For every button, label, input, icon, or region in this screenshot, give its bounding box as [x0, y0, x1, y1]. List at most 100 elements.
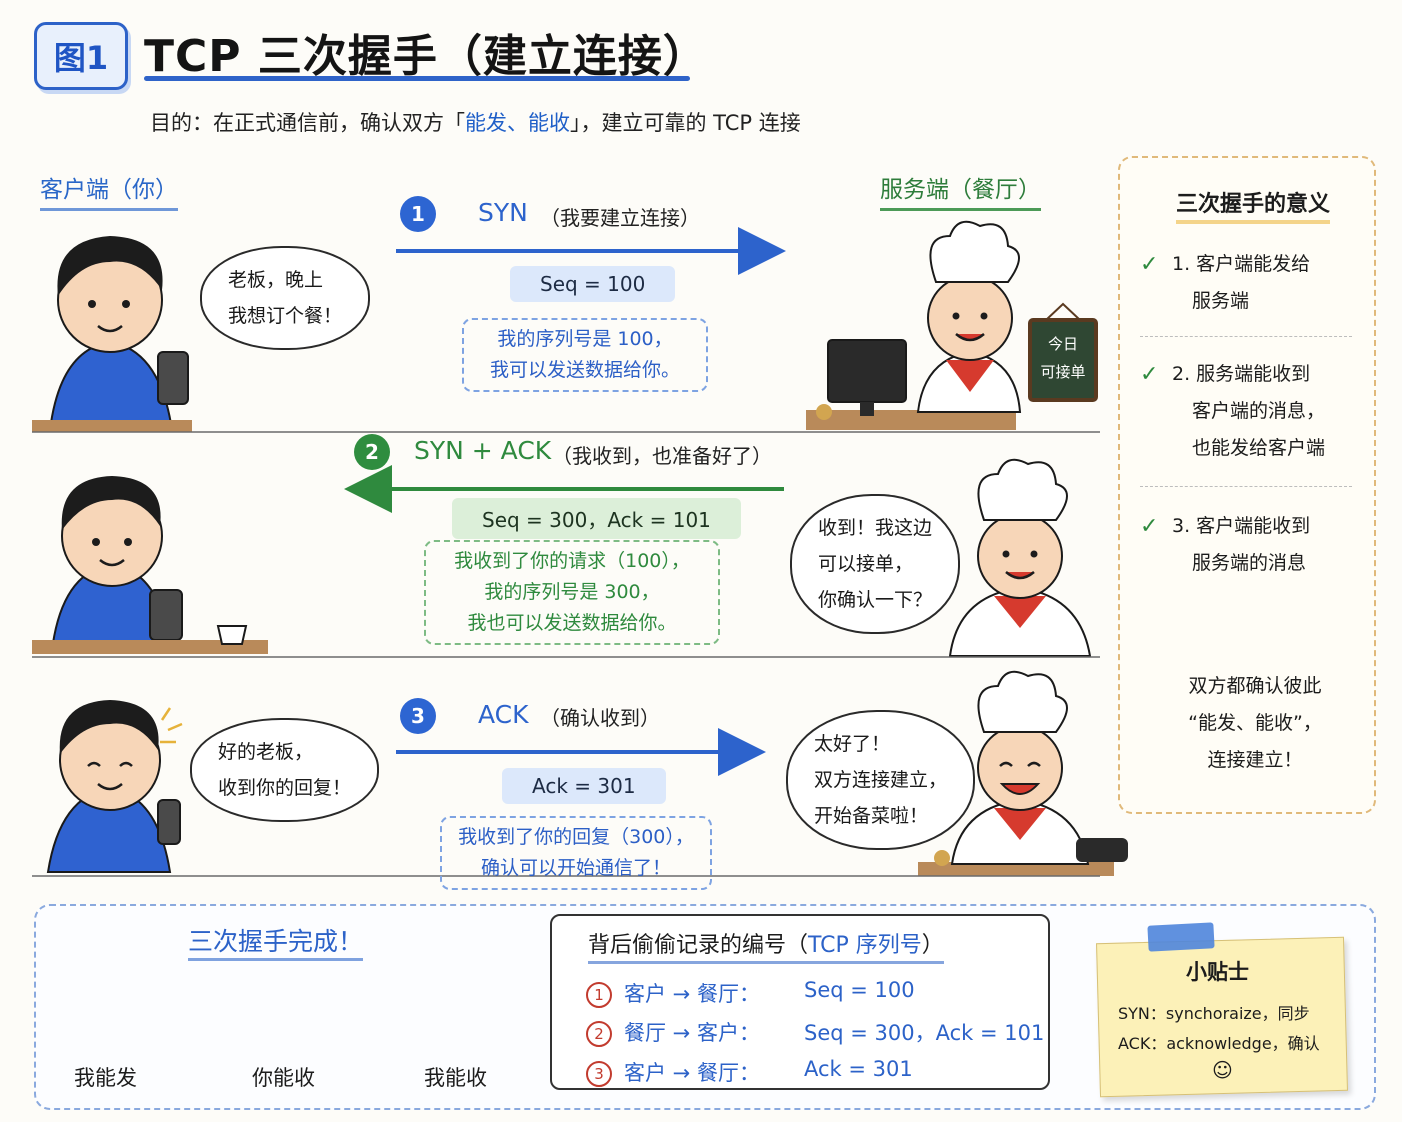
subtitle-pre: 目的：在正式通信前，确认双方「: [150, 111, 465, 135]
chef-avatar-2: [948, 458, 1092, 657]
sequence-panel: [550, 914, 1050, 1090]
meaning-conclusion: 双方都确认彼此 “能发、能收”， 连接建立！: [1140, 668, 1370, 779]
page-subtitle: 目的：在正式通信前，确认双方「能发、能收」，建立可靠的 TCP 连接: [150, 107, 801, 137]
speech-line: 我想订个餐！: [228, 305, 343, 327]
meaning-item-1: 1. 客户端能发给 服务端: [1172, 246, 1310, 320]
meaning-line: 2. 服务端能收到: [1172, 363, 1311, 385]
summary-middle-caption: 你能收: [252, 1066, 315, 1090]
subtitle-highlight: 能发、能收: [465, 111, 570, 135]
meaning-line: 也能发给客户端: [1192, 437, 1326, 459]
sequence-row-value: Ack = 301: [804, 1057, 913, 1081]
summary-right-caption: 我能收: [424, 1066, 487, 1090]
check-icon: ✓: [1140, 252, 1159, 277]
speech-line: 双方连接建立，: [814, 769, 948, 791]
step-1-label: SYN: [478, 198, 528, 227]
step-2-label: SYN + ACK: [414, 436, 552, 465]
client-role-label: 客户端（你）: [40, 170, 178, 211]
meaning-item-2: 2. 服务端能收到 客户端的消息， 也能发给客户端: [1172, 356, 1325, 467]
summary-left-caption: 我能发: [74, 1066, 137, 1090]
step-3-number: 3: [400, 698, 436, 734]
sequence-row-value: Seq = 100: [804, 978, 915, 1002]
menu-board-text: 今日 可接单: [1038, 330, 1088, 386]
step-2-desc-line: 我的序列号是 300，: [484, 581, 660, 603]
conclusion-line: “能发、能收”，: [1188, 712, 1322, 734]
figure-badge: 图1: [34, 22, 128, 90]
step-2-desc-line: 我也可以发送数据给你。: [467, 612, 677, 634]
conclusion-line: 双方都确认彼此: [1188, 675, 1322, 697]
subtitle-post: 」，建立可靠的 TCP 连接: [570, 111, 801, 135]
step-3-desc-line: 我收到了你的回复（300），: [458, 826, 694, 848]
meaning-panel: [1118, 156, 1376, 814]
row-number: 2: [586, 1021, 612, 1047]
meaning-line: 客户端的消息，: [1192, 400, 1326, 422]
client-avatar-3: [46, 700, 183, 873]
speech-line: 收到！我这边: [818, 517, 933, 539]
conclusion-line: 连接建立！: [1207, 749, 1303, 771]
sequence-row-value: Seq = 300，Ack = 101: [804, 1021, 1045, 1045]
row-path: 客户 → 餐厅：: [624, 982, 760, 1006]
step-1-seq: Seq = 100: [510, 266, 676, 302]
page-title: TCP 三次握手（建立连接）: [144, 31, 708, 82]
meaning-divider: [1140, 486, 1352, 488]
meaning-line: 服务端的消息: [1192, 552, 1307, 574]
meaning-line: 3. 客户端能收到: [1172, 515, 1311, 537]
tip-line: ACK：acknowledge，确认: [1118, 1034, 1320, 1053]
client-speech-3: 好的老板， 收到你的回复！: [190, 718, 380, 822]
check-icon: ✓: [1140, 362, 1159, 387]
client-speech-1: 老板，晚上 我想订个餐！: [200, 246, 371, 350]
step-3-note: （确认收到）: [540, 706, 660, 730]
speech-line: 你确认一下？: [818, 589, 933, 611]
chef-avatar-3: [918, 670, 1128, 876]
meaning-item-3: 3. 客户端能收到 服务端的消息: [1172, 508, 1310, 582]
step-3-label: ACK: [478, 700, 529, 729]
server-speech-2: 收到！我这边 可以接单， 你确认一下？: [790, 494, 961, 634]
step-1-number: 1: [400, 196, 436, 232]
meaning-line: 服务端: [1192, 290, 1250, 312]
meaning-line: 1. 客户端能发给: [1172, 253, 1311, 275]
step-1-note: （我要建立连接）: [540, 206, 700, 230]
smiley-icon: ☺: [1212, 1058, 1233, 1082]
speech-line: 开始备菜啦！: [814, 805, 929, 827]
tip-title: 小贴士: [1186, 960, 1249, 984]
sequence-row: 3 客户 → 餐厅：: [586, 1057, 760, 1087]
speech-line: 太好了！: [814, 733, 891, 755]
sequence-row: 1 客户 → 餐厅：: [586, 978, 760, 1008]
tip-line: SYN：synchoraize，同步: [1118, 1004, 1310, 1023]
step-2-number: 2: [354, 434, 390, 470]
speech-line: 可以接单，: [818, 553, 914, 575]
meaning-divider: [1140, 336, 1352, 338]
step-1-desc-line: 我可以发送数据给你。: [489, 359, 680, 381]
step-2-seq: Seq = 300，Ack = 101: [452, 498, 741, 539]
menu-board-line: 可接单: [1040, 363, 1086, 381]
check-icon: ✓: [1140, 514, 1159, 539]
step-2-note: （我收到，也准备好了）: [552, 444, 772, 468]
menu-board: [1028, 318, 1098, 402]
row-path: 客户 → 餐厅：: [624, 1061, 760, 1085]
step-2-desc-line: 我收到了你的请求（100），: [454, 550, 690, 572]
row-number: 1: [586, 982, 612, 1008]
speech-line: 老板，晚上: [228, 269, 324, 291]
seq-title-hl: TCP 序列号: [808, 933, 922, 958]
sequence-panel-title: 背后偷偷记录的编号（TCP 序列号）: [588, 927, 944, 964]
seq-title-post: ）: [921, 933, 944, 958]
meaning-panel-title: 三次握手的意义: [1176, 186, 1331, 224]
step-3-desc-line: 确认可以开始通信了！: [480, 857, 671, 879]
chef-avatar-1: [806, 220, 1022, 430]
step-1-desc-line: 我的序列号是 100，: [497, 328, 673, 350]
sequence-row: 2 餐厅 → 客户：: [586, 1017, 760, 1047]
step-3-desc: 我收到了你的回复（300）， 确认可以开始通信了！: [440, 816, 712, 890]
summary-title: 三次握手完成！: [188, 922, 364, 961]
client-avatar-1: [32, 236, 192, 432]
menu-board-line: 今日: [1047, 335, 1078, 353]
row-path: 餐厅 → 客户：: [624, 1021, 760, 1045]
server-speech-3: 太好了！ 双方连接建立， 开始备菜啦！: [786, 710, 976, 850]
speech-line: 收到你的回复！: [218, 777, 352, 799]
step-3-seq: Ack = 301: [502, 768, 666, 804]
client-avatar-2: [32, 476, 268, 654]
row-number: 3: [586, 1061, 612, 1087]
tip-tape: [1147, 922, 1215, 952]
speech-line: 好的老板，: [218, 741, 314, 763]
step-2-desc: 我收到了你的请求（100）， 我的序列号是 300， 我也可以发送数据给你。: [424, 540, 720, 645]
seq-title-pre: 背后偷偷记录的编号（: [588, 933, 809, 958]
server-role-label: 服务端（餐厅）: [880, 170, 1041, 211]
